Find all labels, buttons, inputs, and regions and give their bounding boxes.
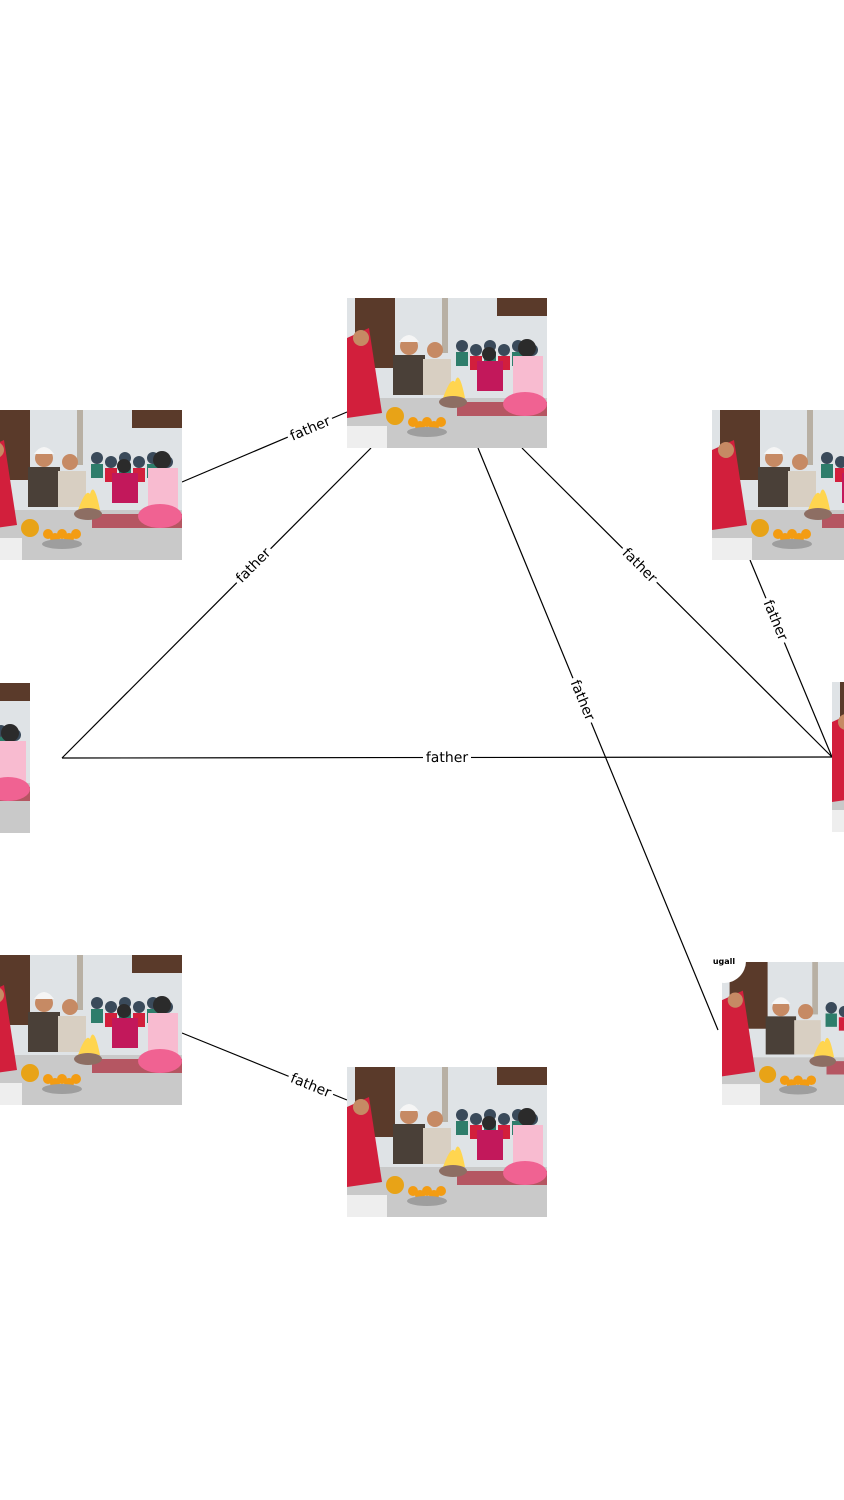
edge-line: [61, 447, 372, 759]
node-n-left-upper[interactable]: [0, 410, 182, 560]
ceremony-photo: [0, 955, 182, 1105]
node-n-right-lower[interactable]: ugall: [702, 939, 844, 1105]
ceremony-photo: [347, 298, 547, 448]
ceremony-photo: [712, 410, 844, 560]
edge-label-group: father: [422, 746, 472, 768]
edge-line: [521, 447, 833, 758]
edge-label-group: father: [615, 540, 665, 590]
ceremony-photo: [722, 962, 844, 1105]
nodes-layer: ugall: [0, 298, 844, 1217]
node-n-right-middle[interactable]: [832, 682, 844, 832]
edge-label-background: [285, 1066, 337, 1104]
node-n-bottom-center[interactable]: [347, 1067, 547, 1217]
edge-label-group: father: [228, 540, 278, 590]
edge-label-background: [422, 746, 472, 768]
node-n-right-upper[interactable]: [712, 410, 844, 560]
edge-n-left-upper-to-n-top-center: father: [181, 409, 348, 483]
ceremony-photo: [0, 683, 30, 833]
edge-label-background: [564, 674, 602, 726]
node-n-left-lower[interactable]: [0, 955, 182, 1105]
node-n-top-center[interactable]: [347, 298, 547, 448]
ceremony-photo: [832, 682, 844, 832]
edge-n-top-center-to-n-right-lower: father: [477, 447, 719, 1031]
edge-n-right-upper-to-n-right-middle: father: [749, 559, 833, 758]
edge-label-group: father: [564, 674, 602, 726]
edge-label: father: [426, 750, 469, 766]
ceremony-photo: [0, 410, 182, 560]
edge-label-background: [284, 409, 336, 447]
edge-label-group: father: [757, 594, 795, 646]
edge-n-left-middle-to-n-right-middle: father: [61, 746, 833, 768]
node-tag: ugall: [702, 939, 746, 983]
edge-line: [477, 447, 719, 1031]
node-n-left-middle[interactable]: [0, 683, 30, 833]
edge-n-left-lower-to-n-bottom-center: father: [181, 1032, 348, 1104]
edge-label-background: [615, 540, 665, 590]
edge-line: [749, 559, 833, 758]
node-tag-label: ugall: [713, 957, 736, 966]
edge-label-background: [757, 594, 795, 646]
edge-label-background: [228, 540, 278, 590]
ceremony-photo: [347, 1067, 547, 1217]
edge-label-group: father: [284, 409, 336, 447]
edge-label-group: father: [285, 1066, 337, 1104]
node-tag-background: [702, 939, 746, 983]
